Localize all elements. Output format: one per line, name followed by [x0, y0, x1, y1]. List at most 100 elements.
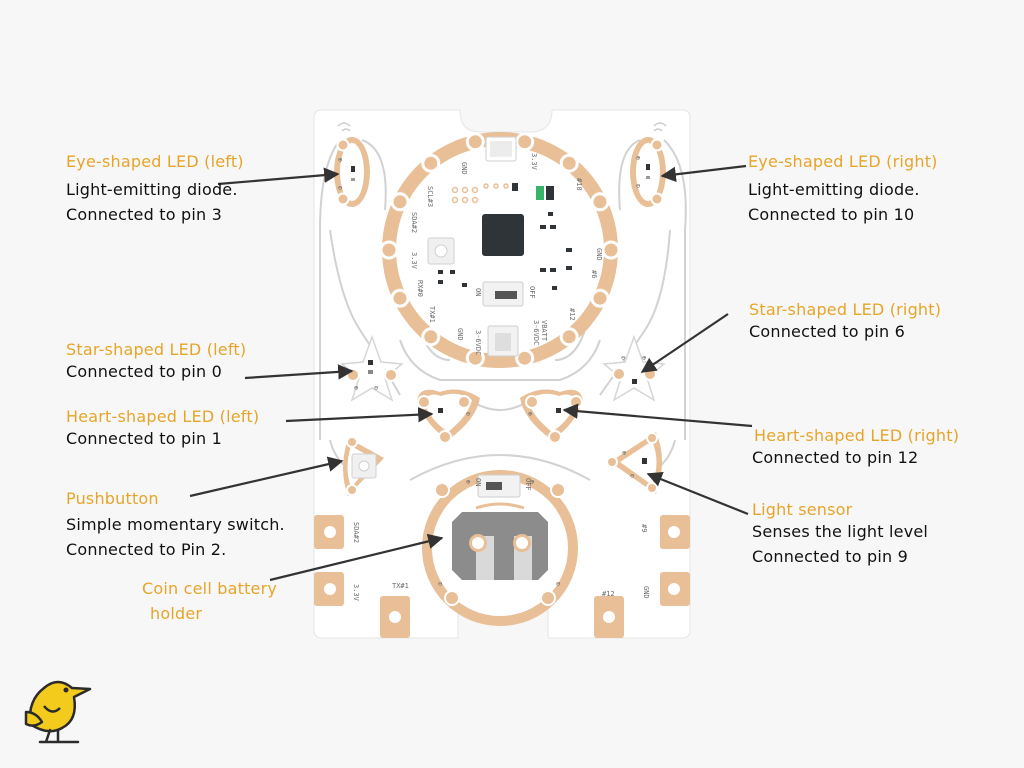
label-line: Connected to pin 12: [752, 448, 919, 467]
label-title: Eye-shaped LED (right): [748, 152, 938, 171]
label-star-left: Star-shaped LED (left) Connected to pin …: [66, 340, 246, 384]
label-line: Connected to pin 10: [748, 205, 915, 224]
switch-label-on: ON: [474, 288, 482, 296]
decorative-marks: [337, 122, 667, 132]
arrow-pushbutton: [189, 456, 344, 498]
minus-mark: ⊖: [338, 184, 342, 192]
label-star-right: Star-shaped LED (right) Connected to pin…: [749, 300, 941, 344]
plus-mark: ⊕: [338, 156, 343, 164]
heart-led-left: [417, 389, 480, 444]
plus-mark: ⊕: [530, 478, 535, 486]
plus-mark: ⊕: [354, 384, 359, 392]
callout-arrows: [189, 164, 753, 582]
arrow-heart-right: [562, 403, 753, 428]
eye-led-right: [630, 137, 666, 207]
arrow-star-left: [244, 364, 354, 380]
arrow-eye-left: [217, 167, 340, 186]
label-eye-right: Eye-shaped LED (right) Light-emitting di…: [748, 152, 938, 227]
plus-mark: ⊕: [636, 154, 641, 162]
pin-label-gnd: GND: [460, 162, 468, 175]
label-title: Coin cell battery: [142, 579, 278, 598]
minus-mark: ⊖: [556, 580, 560, 588]
minus-mark: ⊖: [438, 580, 442, 588]
castellated-pad: [559, 327, 579, 347]
castellated-pad: [515, 348, 535, 368]
pin-label-gnd: GND: [642, 586, 650, 599]
minus-mark: ⊖: [621, 354, 625, 362]
pin-label-scl3: SCL#3: [426, 186, 434, 207]
small-components: [438, 212, 572, 290]
pin-label-3v3: 3.3V: [352, 584, 360, 602]
pin-label-vbatt: VBATT: [540, 320, 548, 342]
minus-mark: ⊖: [466, 410, 470, 418]
label-line: Connected to pin 6: [749, 322, 905, 341]
label-light-sensor: Light sensor Senses the light level Conn…: [752, 500, 928, 569]
castellated-pad: [421, 153, 441, 173]
pin-label-gnd: GND: [456, 328, 464, 341]
pushbutton-pad: [343, 436, 384, 496]
pin-label-3v3: 3.3V: [530, 153, 538, 171]
arrow-eye-right: [660, 164, 747, 183]
switch-label-off: OFF: [528, 286, 536, 299]
label-heart-left: Heart-shaped LED (left) Connected to pin…: [66, 407, 259, 451]
castellated-pad: [390, 192, 410, 212]
arrow-coin-cell: [269, 533, 444, 582]
eye-led-left: [334, 137, 370, 207]
label-pushbutton: Pushbutton Simple momentary switch. Conn…: [66, 489, 285, 562]
arrow-light-sensor: [646, 471, 749, 516]
pin-label-tx1: TX#1: [428, 306, 436, 323]
castellated-pad: [390, 288, 410, 308]
pin-label-tx1: TX#1: [392, 582, 409, 590]
pin-label-gnd: GND: [595, 248, 603, 261]
castellated-pad: [559, 153, 579, 173]
arrow-star-right: [640, 313, 729, 373]
pin-label-rx0: RX#0: [416, 280, 424, 297]
label-title: Heart-shaped LED (right): [754, 426, 960, 445]
yellow-bird-icon: [24, 680, 92, 744]
status-led-icon: [536, 186, 544, 200]
label-coin-cell: Coin cell battery holder: [142, 576, 277, 626]
label-heart-right: Heart-shaped LED (right) Connected to pi…: [752, 426, 960, 470]
label-line: Light-emitting diode.: [748, 180, 920, 199]
castellated-pad: [590, 192, 610, 212]
label-line: Simple momentary switch.: [66, 515, 285, 534]
pin-label-sda2: SDA#2: [352, 522, 360, 543]
castellated-pad: [601, 240, 621, 260]
pin-label-12: #12: [568, 308, 576, 321]
coin-cell-holder: [452, 512, 548, 580]
label-title: Pushbutton: [66, 489, 159, 508]
castellated-pad: [379, 240, 399, 260]
pin-label-sda2: SDA#2: [410, 212, 418, 233]
pin-label-6: #6: [590, 270, 598, 278]
switch-label-on: ON: [474, 478, 482, 486]
castellated-pads: [379, 132, 621, 368]
minus-mark: ⊖: [374, 384, 378, 392]
pin-label-12: #12: [602, 590, 615, 598]
label-line: Connected to pin 9: [752, 547, 908, 566]
pin-label-9: #9: [640, 524, 648, 532]
label-title: Heart-shaped LED (left): [66, 407, 260, 426]
pin-label-3v3: 3.3V: [410, 252, 418, 270]
castellated-pad: [465, 348, 485, 368]
via-holes: [451, 183, 509, 204]
castellated-pad: [465, 132, 485, 152]
controller-module: GND 3.3V #10 GND #6 #12 SDA#2 SCL#3 3.3V…: [379, 132, 621, 368]
castellated-pad: [515, 132, 535, 152]
label-line: Connected to pin 1: [66, 429, 222, 448]
label-title: holder: [150, 604, 203, 623]
label-eye-left: Eye-shaped LED (left) Light-emitting dio…: [66, 152, 244, 227]
minus-mark: ⊖: [636, 182, 640, 190]
switch-label-off: OFF: [524, 478, 532, 491]
label-title: Star-shaped LED (left): [66, 340, 247, 359]
light-sensor-icon: [642, 458, 647, 464]
plus-mark: ⊕: [622, 449, 627, 457]
castellated-pad: [590, 288, 610, 308]
minus-mark: ⊖: [630, 472, 634, 480]
pin-label-vdc: 3-6VDC: [532, 320, 540, 345]
battery-area: [422, 470, 578, 626]
plus-mark: ⊕: [466, 478, 471, 486]
label-line: Senses the light level: [752, 522, 929, 541]
label-line: Connected to pin 3: [66, 205, 222, 224]
plus-mark: ⊕: [528, 410, 533, 418]
